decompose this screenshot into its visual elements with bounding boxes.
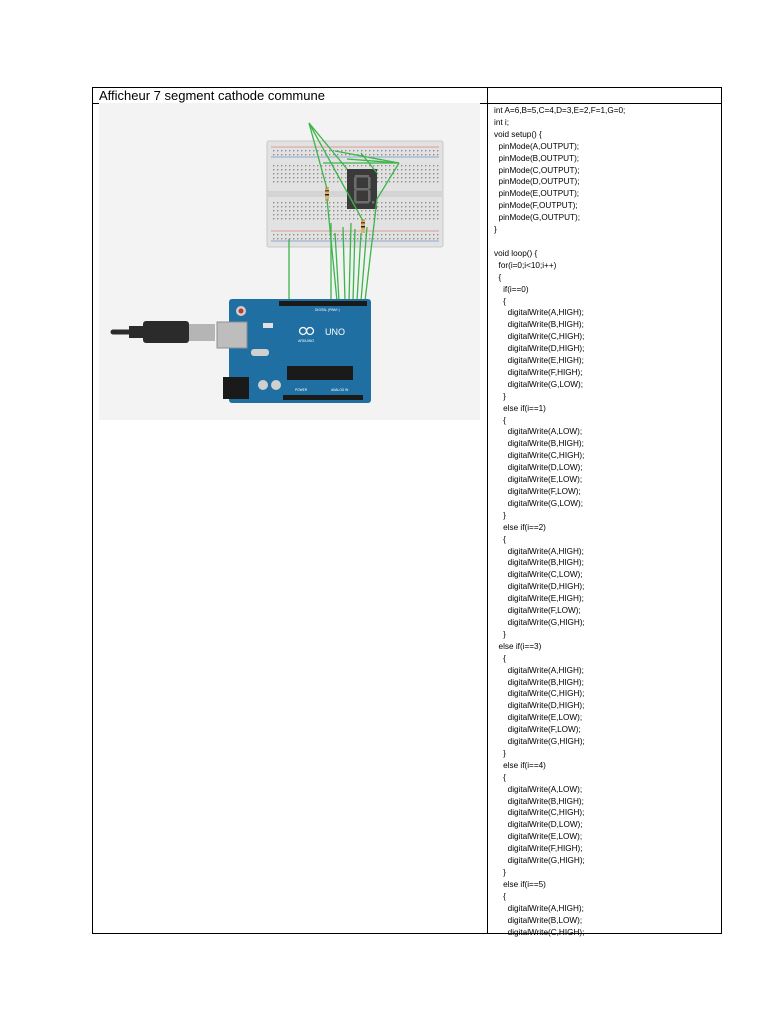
power-pins-label: POWER (295, 388, 308, 392)
jumper-wires (288, 122, 400, 302)
circuit-diagram: UNO ARDUINO DIGITAL (PWM~) POWER ANALOG … (110, 122, 444, 403)
board-brand-label: ARDUINO (298, 339, 314, 343)
board-model-label: UNO (325, 327, 345, 337)
analog-pins-label: ANALOG IN (331, 388, 349, 392)
column-divider (487, 88, 488, 933)
resistor-left (325, 187, 329, 201)
resistor-right (361, 219, 365, 233)
document-table: Afficheur 7 segment cathode commune (92, 87, 722, 937)
circuit-figure: UNO ARDUINO DIGITAL (PWM~) POWER ANALOG … (99, 103, 480, 420)
digital-pins-label: DIGITAL (PWM~) (315, 308, 340, 312)
arduino-uno-board: UNO ARDUINO DIGITAL (PWM~) POWER ANALOG … (216, 299, 371, 403)
document-title: Afficheur 7 segment cathode commune (99, 88, 325, 103)
usb-cable (110, 321, 215, 343)
arduino-code-listing: int A=6,B=5,C=4,D=3,E=2,F=1,G=0; int i; … (494, 106, 626, 937)
seven-segment-display (347, 169, 377, 209)
